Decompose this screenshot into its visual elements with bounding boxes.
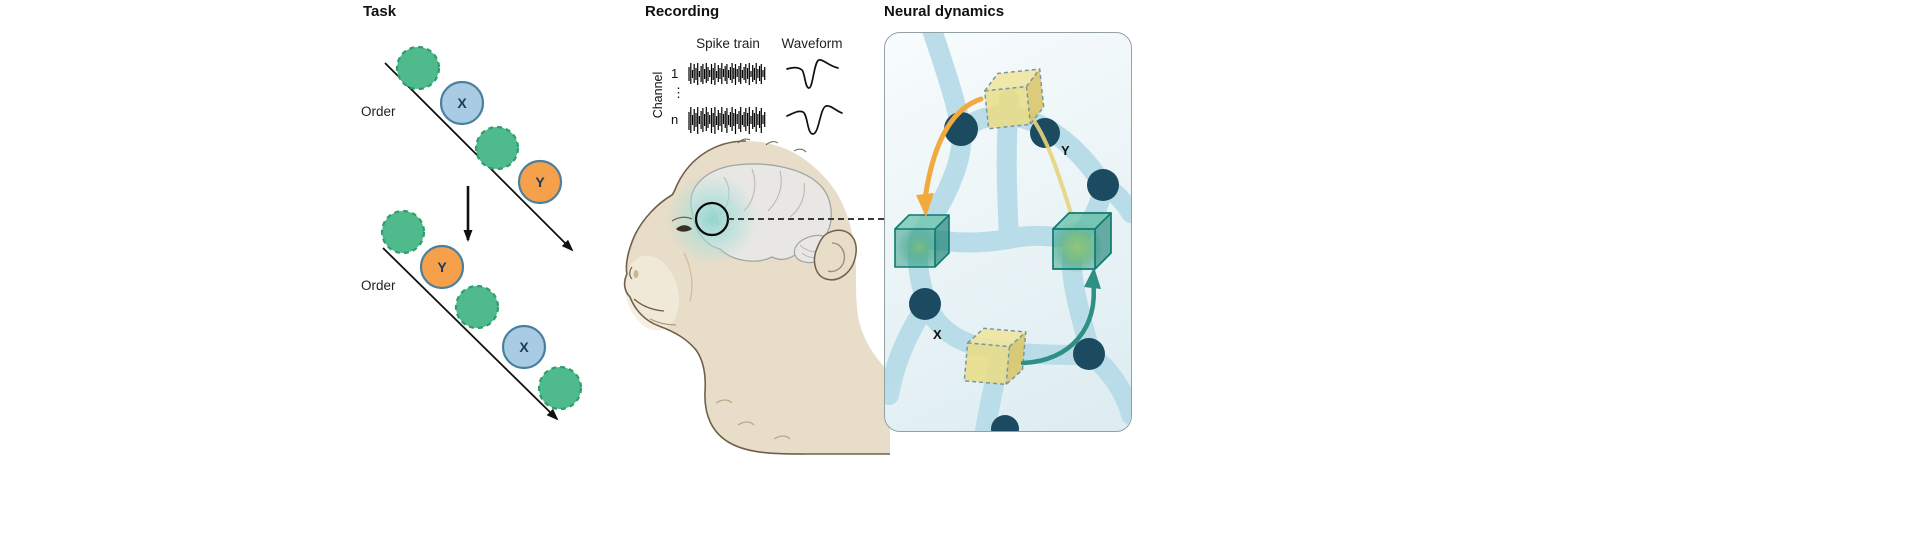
stimulus-circle-green [474, 125, 520, 171]
brow-line [671, 216, 693, 222]
neural-dynamics-panel-title: Neural dynamics [884, 3, 1005, 20]
state-label-y: Y [1061, 143, 1070, 158]
task-sequence-2: Y X [380, 209, 583, 411]
stimulus-circle-y [517, 159, 563, 205]
neural-state-space: Y X [885, 33, 1131, 431]
orange-transition-arrow [916, 96, 984, 217]
monkey-ear [813, 229, 857, 281]
order-label-2: Order [361, 278, 396, 293]
channel-number-n: n [671, 112, 679, 127]
stimulus-circle-x [501, 324, 547, 370]
recording-site-connector-line [728, 218, 884, 220]
head-fur-strokes [737, 138, 807, 153]
state-cube-y-dashed [983, 68, 1045, 130]
state-label-x: X [933, 327, 942, 342]
order-label-1: Order [361, 104, 396, 119]
waveform-channel-1 [786, 59, 839, 89]
cheek-line [683, 252, 693, 302]
spike-train-channel-1 [688, 63, 766, 85]
state-cube-x-dashed [963, 327, 1027, 386]
monkey-face-features [629, 216, 693, 326]
recording-panel-title: Recording [645, 3, 720, 20]
channel-ellipsis: ⋮ [672, 85, 685, 100]
circle-label-x-1: X [457, 95, 467, 111]
stimulus-circle-green [454, 284, 500, 330]
stimulus-circle-green [380, 209, 426, 255]
channel-number-1: 1 [671, 66, 679, 81]
state-cube-left-green [894, 214, 950, 269]
spike-train-column-label: Spike train [696, 36, 760, 51]
circle-label-y-2: Y [437, 259, 447, 275]
stimulus-circle-x [439, 80, 485, 126]
monkey-head-illustration [623, 138, 890, 455]
waveform-channel-n [786, 105, 843, 135]
state-cube-right-green [1051, 212, 1112, 273]
circle-label-y-1: Y [535, 174, 545, 190]
neural-dynamics-panel: Y X [884, 32, 1132, 432]
stimulus-circle-green [537, 365, 583, 411]
circle-label-x-2: X [519, 339, 529, 355]
monkey-eye [676, 225, 692, 232]
recording-site-glow [666, 173, 758, 265]
nostril [633, 270, 639, 278]
stimulus-circle-green [395, 45, 441, 91]
order-arrow-2 [382, 247, 559, 421]
nose-line [629, 266, 633, 280]
task-sequence-diagram: X Y Y X [380, 45, 583, 421]
neck-fur-strokes [715, 399, 791, 440]
spike-train-channel-n [688, 107, 766, 134]
channel-axis-label: Channel [651, 71, 665, 119]
task-sequence-1: X Y [395, 45, 563, 205]
stimulus-circle-y [419, 244, 465, 290]
mouth-line [633, 298, 665, 312]
teal-transition-arrow [1020, 267, 1101, 366]
task-panel-title: Task [363, 3, 397, 20]
waveform-column-label: Waveform [781, 36, 843, 51]
monkey-outline-stroke [623, 140, 890, 455]
chin-crease [649, 318, 677, 326]
